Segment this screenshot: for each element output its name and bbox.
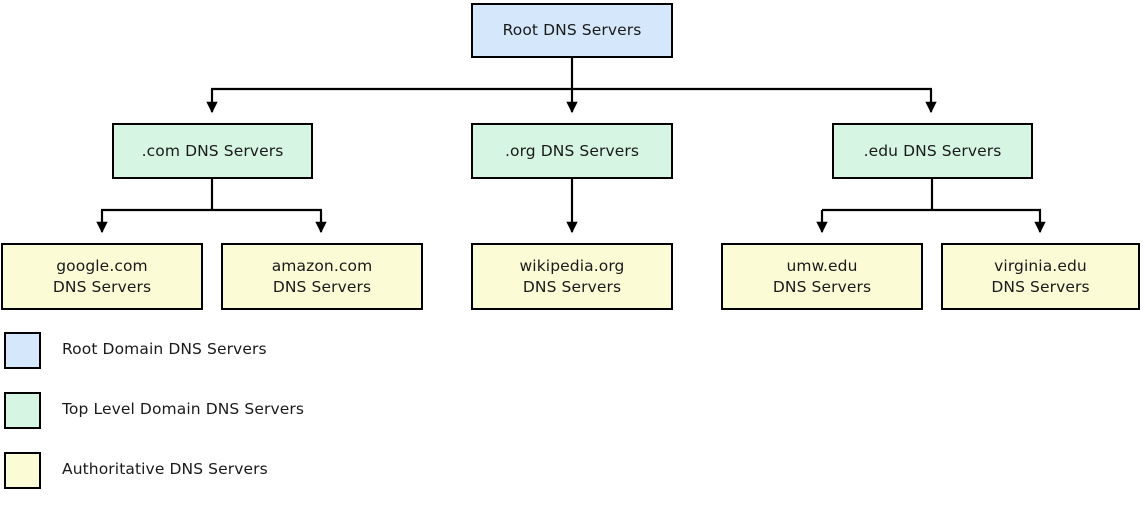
node-google-com-dns-servers[interactable]: google.com DNS Servers	[1, 243, 203, 310]
legend-label-authoritative: Authoritative DNS Servers	[62, 460, 268, 478]
node-org-dns-servers[interactable]: .org DNS Servers	[471, 123, 673, 179]
edge-edu-bus	[822, 179, 1041, 212]
legend: Root Domain DNS Servers Top Level Domain…	[0, 327, 600, 507]
node-edu-dns-servers[interactable]: .edu DNS Servers	[832, 123, 1033, 179]
node-com-dns-servers[interactable]: .com DNS Servers	[112, 123, 313, 179]
legend-swatch-top-level-domain	[4, 392, 41, 429]
node-amazon-com-dns-servers[interactable]: amazon.com DNS Servers	[221, 243, 423, 310]
legend-item-root-domain: Root Domain DNS Servers	[0, 327, 600, 387]
legend-label-root-domain: Root Domain DNS Servers	[62, 340, 267, 358]
edge-com-bus	[101, 179, 322, 212]
legend-label-top-level-domain: Top Level Domain DNS Servers	[62, 400, 304, 418]
legend-swatch-root-domain	[4, 332, 41, 369]
edge-root-bus	[211, 58, 932, 91]
legend-item-authoritative: Authoritative DNS Servers	[0, 447, 600, 507]
node-root-dns-servers[interactable]: Root DNS Servers	[471, 3, 673, 58]
dns-hierarchy-diagram: Root DNS Servers .com DNS Servers .org D…	[1, 3, 1140, 489]
legend-swatch-authoritative	[4, 452, 41, 489]
node-umw-edu-dns-servers[interactable]: umw.edu DNS Servers	[721, 243, 923, 310]
legend-item-top-level-domain: Top Level Domain DNS Servers	[0, 387, 600, 447]
node-wikipedia-org-dns-servers[interactable]: wikipedia.org DNS Servers	[471, 243, 673, 310]
node-virginia-edu-dns-servers[interactable]: virginia.edu DNS Servers	[941, 243, 1140, 310]
